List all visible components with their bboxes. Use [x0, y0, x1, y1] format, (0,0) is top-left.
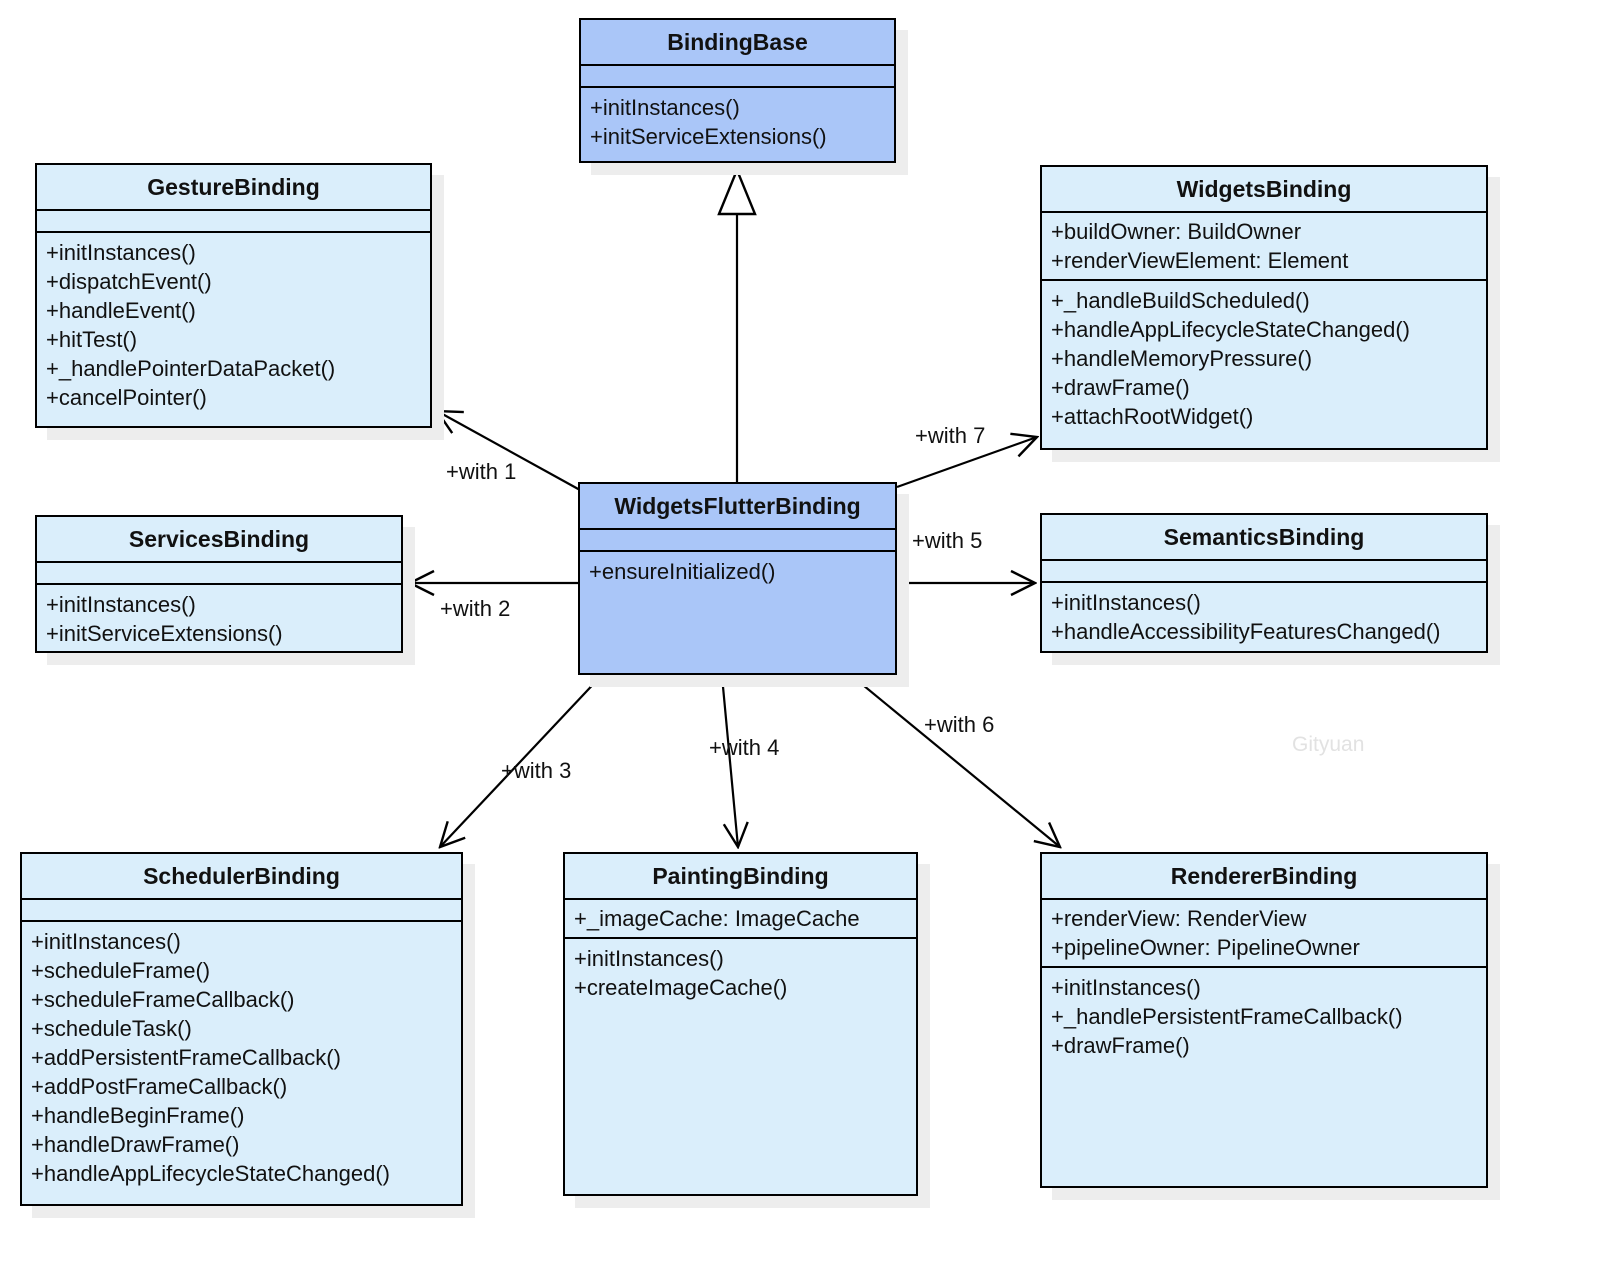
class-box-semanticsbinding: SemanticsBinding +initInstances() +handle…: [1040, 513, 1488, 653]
member-line: +initServiceExtensions(): [46, 621, 283, 646]
member-line: +initServiceExtensions(): [590, 124, 827, 149]
class-attributes: [37, 211, 430, 233]
class-title: SemanticsBinding: [1042, 515, 1486, 561]
member-line: +addPostFrameCallback(): [31, 1074, 288, 1099]
class-title: BindingBase: [581, 20, 894, 66]
member-line: +handleAppLifecycleStateChanged(): [1051, 317, 1410, 342]
class-methods: +initInstances() +initServiceExtensions(): [581, 88, 894, 161]
member-line: +createImageCache(): [574, 975, 788, 1000]
member-line: +_handleBuildScheduled(): [1051, 288, 1310, 313]
class-box-widgetsflutterbinding: WidgetsFlutterBinding +ensureInitialized…: [578, 482, 897, 675]
association-arrow-6: [851, 675, 1060, 847]
member-line: +handleAppLifecycleStateChanged(): [31, 1161, 390, 1186]
class-title: WidgetsFlutterBinding: [580, 484, 895, 530]
class-methods: +initInstances() +handleAccessibilityFeat…: [1042, 583, 1486, 651]
class-box-gesturebinding: GestureBinding +initInstances() +dispatch…: [35, 163, 432, 428]
class-attributes: [22, 900, 461, 922]
class-title: RendererBinding: [1042, 854, 1486, 900]
class-title: ServicesBinding: [37, 517, 401, 563]
member-line: +pipelineOwner: PipelineOwner: [1051, 935, 1360, 960]
edge-label-with-7: +with 7: [915, 423, 986, 448]
member-line: +handleAccessibilityFeaturesChanged(): [1051, 619, 1441, 644]
member-line: +initInstances(): [31, 929, 181, 954]
class-attributes: [37, 563, 401, 585]
member-line: +renderViewElement: Element: [1051, 248, 1349, 273]
class-methods: +_handleBuildScheduled() +handleAppLifecy…: [1042, 281, 1486, 448]
member-line: +attachRootWidget(): [1051, 404, 1254, 429]
class-methods: +initInstances() +createImageCache(): [565, 939, 916, 1194]
member-line: +drawFrame(): [1051, 1033, 1190, 1058]
member-line: +addPersistentFrameCallback(): [31, 1045, 341, 1070]
member-line: +ensureInitialized(): [589, 559, 776, 584]
member-line: +drawFrame(): [1051, 375, 1190, 400]
member-line: +_handlePointerDataPacket(): [46, 356, 336, 381]
edge-label-with-6: +with 6: [924, 712, 995, 737]
member-line: +initInstances(): [1051, 975, 1201, 1000]
member-line: +handleMemoryPressure(): [1051, 346, 1313, 371]
class-title: WidgetsBinding: [1042, 167, 1486, 213]
member-line: +dispatchEvent(): [46, 269, 212, 294]
watermark-text: Gityuan: [1292, 733, 1365, 756]
class-attributes: +buildOwner: BuildOwner +renderViewElemen…: [1042, 213, 1486, 281]
member-line: +scheduleTask(): [31, 1016, 192, 1041]
class-methods: +initInstances() +dispatchEvent() +handleE…: [37, 233, 430, 426]
class-attributes: [1042, 561, 1486, 583]
association-arrow-4: [720, 675, 738, 847]
member-line: +initInstances(): [46, 592, 196, 617]
member-line: +buildOwner: BuildOwner: [1051, 219, 1302, 244]
member-line: +handleEvent(): [46, 298, 196, 323]
member-line: +handleBeginFrame(): [31, 1103, 245, 1128]
class-box-servicesbinding: ServicesBinding +initInstances() +initSer…: [35, 515, 403, 653]
edge-label-with-4: +with 4: [709, 735, 780, 760]
class-box-paintingbinding: PaintingBinding +_imageCache: ImageCache…: [563, 852, 918, 1196]
edge-label-with-5: +with 5: [912, 528, 983, 553]
class-box-schedulerbinding: SchedulerBinding +initInstances() +schedu…: [20, 852, 463, 1206]
class-methods: +initInstances() +_handlePersistentFrameC…: [1042, 968, 1486, 1186]
class-attributes: +_imageCache: ImageCache: [565, 900, 916, 939]
class-title: GestureBinding: [37, 165, 430, 211]
class-methods: +ensureInitialized(): [580, 552, 895, 673]
member-line: +cancelPointer(): [46, 385, 207, 410]
member-line: +hitTest(): [46, 327, 138, 352]
edge-label-with-2: +with 2: [440, 596, 511, 621]
member-line: +_handlePersistentFrameCallback(): [1051, 1004, 1403, 1029]
member-line: +handleDrawFrame(): [31, 1132, 240, 1157]
member-line: +initInstances(): [1051, 590, 1201, 615]
member-line: +initInstances(): [590, 95, 740, 120]
class-attributes: +renderView: RenderView +pipelineOwner: P…: [1042, 900, 1486, 968]
class-title: SchedulerBinding: [22, 854, 461, 900]
member-line: +initInstances(): [46, 240, 196, 265]
class-box-rendererbinding: RendererBinding +renderView: RenderView+…: [1040, 852, 1488, 1188]
class-box-bindingbase: BindingBase +initInstances() +initService…: [579, 18, 896, 163]
edge-label-with-3: +with 3: [501, 758, 572, 783]
class-title: PaintingBinding: [565, 854, 916, 900]
member-line: +_imageCache: ImageCache: [574, 906, 860, 931]
class-attributes: [580, 530, 895, 552]
class-attributes: [581, 66, 894, 88]
member-line: +initInstances(): [574, 946, 724, 971]
class-box-widgetsbinding: WidgetsBinding +buildOwner: BuildOwner +r…: [1040, 165, 1488, 450]
member-line: +scheduleFrameCallback(): [31, 987, 295, 1012]
member-line: +renderView: RenderView: [1051, 906, 1307, 931]
class-methods: +initInstances() +scheduleFrame() +schedul…: [22, 922, 461, 1204]
edge-label-with-1: +with 1: [446, 459, 517, 484]
member-line: +scheduleFrame(): [31, 958, 211, 983]
class-methods: +initInstances() +initServiceExtensions(): [37, 585, 401, 653]
